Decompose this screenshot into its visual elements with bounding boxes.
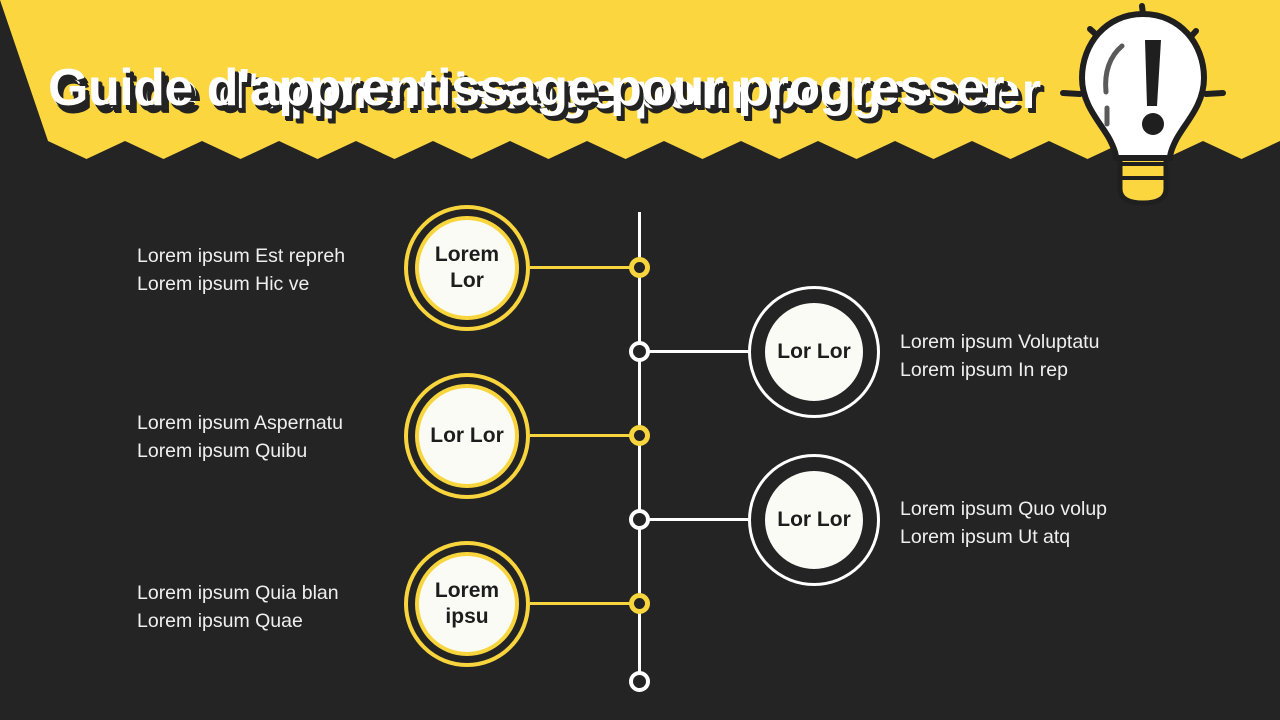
lightbulb-exclamation-icon xyxy=(1060,3,1226,206)
left-caption-1-line1: Lorem ipsum Est repreh xyxy=(137,245,346,267)
right-caption-1-line2: Lorem ipsum In rep xyxy=(900,358,1068,381)
right-circle-2-label: Lor Lor xyxy=(777,508,851,532)
header-zigzag-background xyxy=(0,0,1280,159)
header-band: Guide d'apprentissage pour progresser Gu… xyxy=(0,0,1280,176)
left-caption-1-line2: Lorem ipsum Hic ve xyxy=(137,272,310,295)
left-caption-2: Lorem ipsum Aspernatu Lorem ipsum Quibu xyxy=(137,410,343,465)
left-circle-2[interactable]: Lor Lor xyxy=(404,373,530,499)
page-title-shadow-copy: Guide d'apprentissage pour progresser xyxy=(50,63,1043,119)
timeline-spine xyxy=(638,212,641,682)
left-caption-3: Lorem ipsum Quia blan Lorem ipsum Quae xyxy=(137,580,339,635)
page-title: Guide d'apprentissage pour progresser xyxy=(48,59,1005,117)
left-caption-2-line2: Lorem ipsum Quibu xyxy=(137,439,308,462)
right-caption-2-line2: Lorem ipsum Ut atq xyxy=(900,525,1071,548)
left-circle-1-inner: Lorem Lor xyxy=(415,216,519,320)
right-circle-2-inner: Lor Lor xyxy=(756,462,872,578)
right-caption-2: Lorem ipsum Quo volup Lorem ipsum Ut atq xyxy=(900,496,1107,551)
spine-node-yellow-1[interactable] xyxy=(629,257,650,278)
spine-node-yellow-3[interactable] xyxy=(629,593,650,614)
left-circle-2-label: Lor Lor xyxy=(430,424,504,448)
connector-arm-right-1 xyxy=(640,350,752,353)
spine-node-white-1[interactable] xyxy=(629,341,650,362)
right-caption-1: Lorem ipsum Voluptatu Lorem ipsum In rep xyxy=(900,329,1099,384)
left-circle-1[interactable]: Lorem Lor xyxy=(404,205,530,331)
right-caption-2-line1: Lorem ipsum Quo volup xyxy=(900,498,1108,520)
spine-node-yellow-2[interactable] xyxy=(629,425,650,446)
connector-arm-left-3 xyxy=(530,602,642,605)
left-caption-3-line2: Lorem ipsum Quae xyxy=(137,609,303,632)
connector-arm-right-2 xyxy=(640,518,752,521)
left-circle-3-label: Lorem ipsu xyxy=(434,579,500,628)
spine-node-terminator[interactable] xyxy=(629,671,650,692)
left-caption-2-line1: Lorem ipsum Aspernatu xyxy=(137,412,343,434)
spine-node-white-2[interactable] xyxy=(629,509,650,530)
left-circle-2-inner: Lor Lor xyxy=(415,384,519,488)
page-title-wrapper: Guide d'apprentissage pour progresser Gu… xyxy=(48,58,1041,132)
connector-arm-left-2 xyxy=(530,434,642,437)
right-circle-1[interactable]: Lor Lor xyxy=(748,286,880,418)
left-circle-1-label: Lorem Lor xyxy=(434,243,500,292)
right-circle-1-inner: Lor Lor xyxy=(756,294,872,410)
connector-arm-left-1 xyxy=(530,266,642,269)
right-circle-1-label: Lor Lor xyxy=(777,340,851,364)
right-caption-1-line1: Lorem ipsum Voluptatu xyxy=(900,331,1100,353)
left-circle-3-inner: Lorem ipsu xyxy=(415,552,519,656)
left-caption-1: Lorem ipsum Est repreh Lorem ipsum Hic v… xyxy=(137,243,345,298)
left-circle-3[interactable]: Lorem ipsu xyxy=(404,541,530,667)
right-circle-2[interactable]: Lor Lor xyxy=(748,454,880,586)
left-caption-3-line1: Lorem ipsum Quia blan xyxy=(137,582,339,604)
